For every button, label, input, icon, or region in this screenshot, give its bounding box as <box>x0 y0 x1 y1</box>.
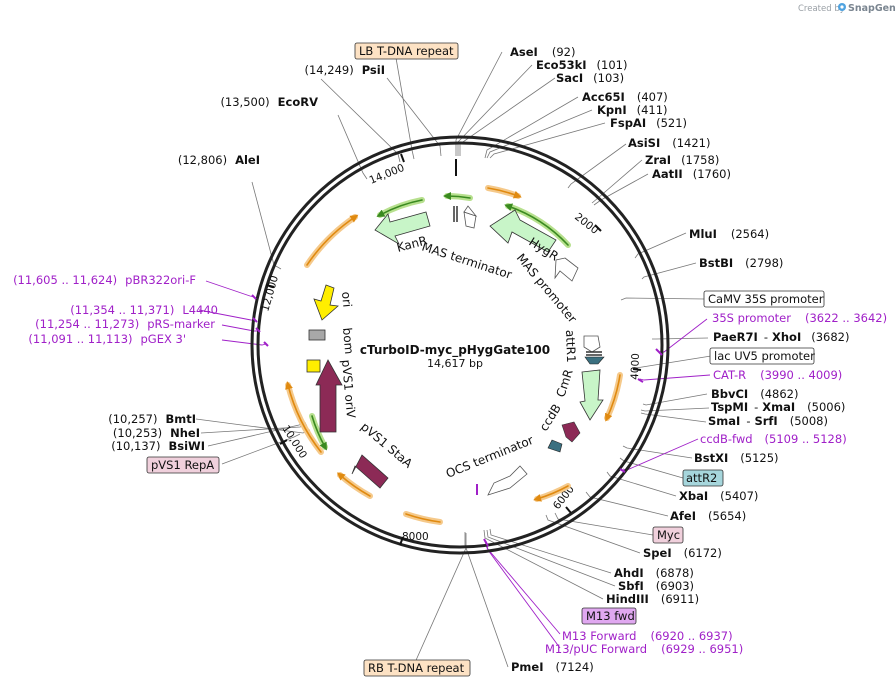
pvs1-staa-arrow <box>351 454 389 489</box>
site-asei: AseI(92) <box>510 45 575 59</box>
tick-label-2000: 2000 <box>572 211 600 237</box>
primer-prs-marker: (11,254 .. 11,273)pRS-marker <box>35 317 215 331</box>
boxed-camv-35s: CaMV 35S promoter <box>703 290 825 308</box>
cmr-arrow <box>579 369 604 421</box>
site-nhei: (10,253)NheI <box>113 426 200 440</box>
primer-pbr322ori-f: (11,605 .. 11,624)pBR322ori-F <box>13 273 196 287</box>
attr1-arrow <box>583 335 605 365</box>
site-sbfi: SbfI(6903) <box>618 579 694 593</box>
site-bbvci: BbvCI(4862) <box>711 387 798 401</box>
mas-promoter-arrow <box>554 257 579 282</box>
site-kpni: KpnI(411) <box>597 103 668 117</box>
svg-text:RB T-DNA repeat: RB T-DNA repeat <box>368 661 465 675</box>
tick-label-4000: 4000 <box>629 353 642 380</box>
ocs-terminator-arrow <box>487 465 528 496</box>
site-hindiii: HindIII(6911) <box>606 592 699 606</box>
snapgene-logo-icon <box>838 3 846 11</box>
site-paer7i-xhoi: PaeR7I-XhoI(3682) <box>713 330 849 344</box>
primer-markers <box>251 294 663 547</box>
yellow-feature-box <box>306 359 321 373</box>
svg-text:M13 fwd: M13 fwd <box>586 609 635 623</box>
plasmid-backbone-inner <box>256 141 664 549</box>
pvs1-oriv-label: pVS1 oriV <box>339 359 358 419</box>
credit-prefix: Created by <box>798 4 845 14</box>
site-afei: AfeI(5654) <box>670 509 746 523</box>
boxed-pvs1-repa: pVS1 RepA <box>146 456 220 474</box>
boxed-lb-tdna: LB T-DNA repeat <box>354 42 459 60</box>
svg-text:CaMV 35S promoter: CaMV 35S promoter <box>708 292 824 306</box>
site-psii: (14,249)PsiI <box>304 63 385 77</box>
svg-text:pVS1 RepA: pVS1 RepA <box>151 458 214 472</box>
boxed-myc: Myc <box>652 526 684 544</box>
mas-terminator-label: MAS terminator <box>420 240 514 282</box>
plasmid-backbone-outer <box>250 135 670 555</box>
tick-marks <box>265 153 642 546</box>
site-bmti: (10,257)BmtI <box>108 412 196 426</box>
ori-arrow <box>313 284 339 321</box>
site-saci: SacI(103) <box>556 71 624 85</box>
site-mlui: MluI(2564) <box>689 227 769 241</box>
ccdb-label: ccdB <box>537 402 564 434</box>
primer-l4440: (11,354 .. 11,371)L4440 <box>70 303 218 317</box>
site-aatii: AatII(1760) <box>652 167 731 181</box>
green-feature-arcs <box>309 192 571 451</box>
bom-box <box>308 329 326 341</box>
site-tspmi-xmai: TspMI-XmaI(5006) <box>711 400 845 414</box>
primer-35s-promoter: 35S promoter(3622 .. 3642) <box>712 311 887 325</box>
attr1-label: attR1 <box>563 330 578 363</box>
site-bsiwi: (10,137)BsiWI <box>111 439 205 453</box>
site-connector-lines <box>195 51 712 668</box>
kanr-arrow <box>374 211 431 246</box>
site-fspai: FspAI(521) <box>610 116 687 130</box>
site-spei: SpeI(6172) <box>643 546 722 560</box>
site-alei: (12,806)AleI <box>178 153 260 167</box>
site-acc65i: Acc65I(407) <box>582 90 668 104</box>
site-ahdi: AhdI(6878) <box>614 566 694 580</box>
plasmid-name: cTurboID-myc_pHygGate100 <box>360 343 550 358</box>
ccdb-arrow <box>547 421 581 453</box>
site-ecorv: (13,500)EcoRV <box>220 95 318 109</box>
cmr-label: CmR <box>554 368 576 399</box>
site-pmei: PmeI(7124) <box>511 660 594 674</box>
boxed-m13-fwd: M13 fwd <box>581 607 637 625</box>
mas-terminator-arrow <box>453 205 478 229</box>
svg-text:lac UV5 promoter: lac UV5 promoter <box>714 349 815 363</box>
primer-ccdb-fwd: ccdB-fwd(5109 .. 5128) <box>700 432 847 446</box>
tick-label-8000: 8000 <box>402 531 429 543</box>
tick-label-14000: 14,000 <box>368 162 407 187</box>
hygr-arrow <box>489 209 557 253</box>
pvs1-oriv-arrow <box>315 359 343 433</box>
svg-text:LB T-DNA repeat: LB T-DNA repeat <box>359 44 454 58</box>
svg-text:attR2: attR2 <box>686 471 717 485</box>
orange-feature-arcs <box>285 185 623 525</box>
plasmid-size: 14,617 bp <box>427 357 483 370</box>
primer-pgex-3: (11,091 .. 11,113)pGEX 3' <box>28 332 186 346</box>
bom-label: bom <box>340 327 356 355</box>
site-smai-srfi: SmaI-SrfI(5008) <box>708 414 828 428</box>
boxed-attr2: attR2 <box>682 469 724 487</box>
site-asisi: AsiSI(1421) <box>628 136 711 150</box>
primer-m13-puc-forward: M13/pUC Forward(6929 .. 6951) <box>545 642 743 656</box>
credit-brand: SnapGene <box>848 3 896 14</box>
site-bstbi: BstBI(2798) <box>699 256 783 270</box>
boxed-lac-uv5: lac UV5 promoter <box>709 347 815 365</box>
site-zrai: ZraI(1758) <box>645 153 719 167</box>
ori-label: ori <box>339 291 354 308</box>
boxed-rb-tdna: RB T-DNA repeat <box>363 659 471 677</box>
site-xbai: XbaI(5407) <box>679 489 758 503</box>
primer-cat-r: CAT-R(3990 .. 4009) <box>713 368 842 382</box>
site-bstxi: BstXI(5125) <box>694 451 779 465</box>
svg-text:Myc: Myc <box>657 528 680 542</box>
primer-m13-forward: M13 Forward(6920 .. 6937) <box>562 629 733 643</box>
site-eco53ki: Eco53kI(101) <box>536 58 627 72</box>
